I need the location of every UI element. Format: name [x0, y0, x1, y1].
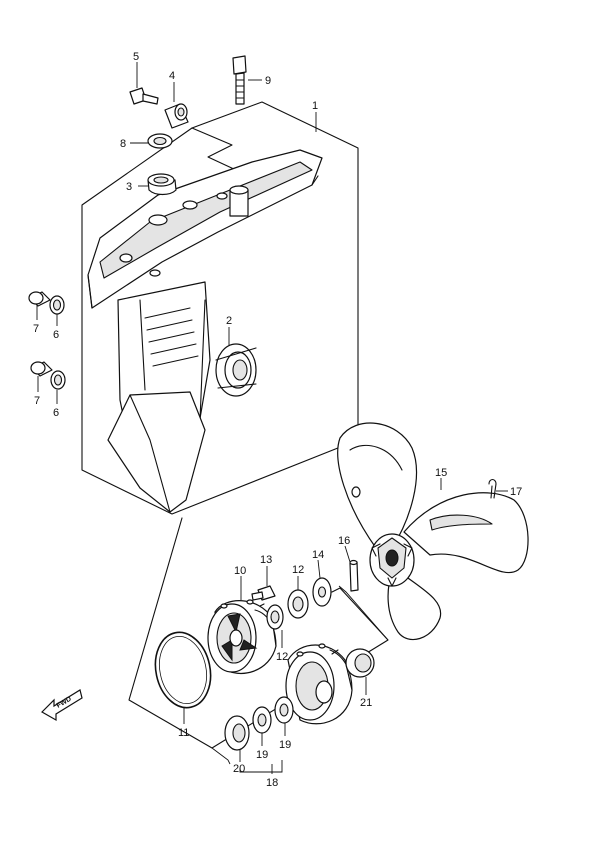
o-ring-part-11: [154, 631, 212, 709]
callout-11: 11: [178, 727, 189, 739]
gear-case-part: [87, 149, 323, 513]
seal-part-12-lower: [266, 604, 284, 630]
callout-20: 20: [233, 763, 245, 775]
bolt-part-5: [129, 87, 159, 105]
upper-box-notch: [191, 127, 237, 171]
callout-6-lower: 6: [53, 407, 59, 419]
cotter-pin-part-17: [488, 478, 497, 499]
callout-7-lower: 7: [34, 395, 40, 407]
seal-part-19-left: [252, 706, 272, 734]
callout-19-right: 19: [279, 739, 291, 751]
washer-part-14: [312, 577, 332, 607]
spring-pin-part-16: [349, 559, 359, 592]
callout-12-lower: 12: [276, 651, 288, 663]
bearing-housing-part-10: [207, 599, 277, 675]
drain-plug-lower: [30, 361, 53, 377]
bearing-part-2: [215, 343, 257, 397]
callout-2: 2: [226, 315, 232, 327]
callout-18: 18: [266, 777, 278, 789]
propeller-part-15: [337, 422, 529, 641]
housing-assembly-part-18: [285, 643, 353, 725]
callout-7-upper: 7: [33, 323, 39, 335]
collar-part-4: [164, 103, 189, 129]
seal-part-12-upper: [287, 589, 309, 619]
callout-13: 13: [260, 554, 272, 566]
gasket-lower: [50, 370, 66, 390]
callout-17: 17: [510, 486, 522, 498]
bolt-part-9: [232, 55, 247, 105]
callout-21: 21: [360, 697, 372, 709]
callout-9: 9: [265, 75, 271, 87]
group-bracket-lower: [211, 747, 231, 765]
drain-plug-upper: [28, 291, 51, 307]
leader-lines: [36, 62, 508, 774]
callout-4: 4: [169, 70, 175, 82]
callout-5: 5: [133, 51, 139, 63]
callout-19-left: 19: [256, 749, 268, 761]
upper-assembly-box: [81, 101, 359, 515]
box-line: [331, 587, 341, 593]
callout-10: 10: [234, 565, 246, 577]
bushing-part-21: [345, 648, 375, 678]
bearing-part-20: [224, 715, 250, 751]
gasket-upper: [49, 295, 65, 315]
bushing-part-3: [147, 173, 177, 196]
group-bracket-upper: [338, 585, 389, 641]
seal-part-19-right: [274, 696, 294, 724]
callout-12-upper: 12: [292, 564, 304, 576]
callout-6-upper: 6: [53, 329, 59, 341]
callout-numbers: 1 2 3 4 5 6 6 7 7 8 9 10 11 12 12 13 14 …: [33, 51, 522, 789]
fwd-direction-arrow: FWD: [41, 689, 83, 722]
bolt-part-13: [251, 585, 276, 601]
callout-14: 14: [312, 549, 324, 561]
callout-8: 8: [120, 138, 126, 150]
callout-16: 16: [338, 535, 350, 547]
callout-15: 15: [435, 467, 447, 479]
callout-1: 1: [312, 100, 318, 112]
callout-3: 3: [126, 181, 132, 193]
washer-part-8: [147, 133, 173, 149]
